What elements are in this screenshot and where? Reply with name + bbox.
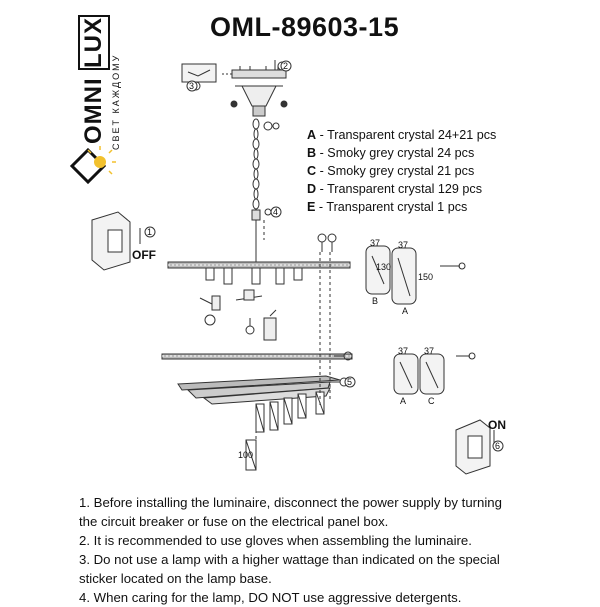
crystal-legend: A - Transparent crystal 24+21 pcs B - Sm… <box>307 126 496 216</box>
legend-row-a: A - Transparent crystal 24+21 pcs <box>307 126 496 144</box>
callout-label: 3 <box>189 81 195 91</box>
bulb-detail <box>199 289 277 341</box>
note-item: 3. Do not use a lamp with a higher watta… <box>79 552 500 586</box>
legend-row-d: D - Transparent crystal 129 pcs <box>307 180 496 198</box>
dim-height: 100 <box>238 450 254 460</box>
callout-label: 2 <box>283 61 289 71</box>
legend-text: - Smoky grey crystal 21 pcs <box>316 164 475 178</box>
legend-key: C <box>307 164 317 178</box>
middle-ring <box>161 353 353 360</box>
hanging-crystals <box>245 391 325 471</box>
logo-lamp-glyph <box>69 146 116 185</box>
bottom-ring <box>177 375 341 405</box>
switch-on-label: ON <box>488 418 506 432</box>
legend-row-e: E - Transparent crystal 1 pcs <box>307 198 496 216</box>
guide-lines <box>255 220 331 440</box>
crystal-label-c: C <box>428 396 435 406</box>
callout-circles <box>144 60 504 452</box>
dim-width: 37 <box>398 240 409 250</box>
chain <box>251 118 280 262</box>
callout-label: 5 <box>347 377 353 387</box>
dim-width: 37 <box>424 346 435 356</box>
legend-text: - Transparent crystal 24+21 pcs <box>316 128 497 142</box>
callout-label: 6 <box>495 441 501 451</box>
note-item: 2. It is recommended to use gloves when … <box>79 533 472 548</box>
dim-height: 150 <box>418 272 434 282</box>
dim-width: 37 <box>398 346 409 356</box>
legend-text: - Transparent crystal 129 pcs <box>316 182 482 196</box>
legend-text: - Transparent crystal 1 pcs <box>315 200 468 214</box>
top-ring <box>167 261 351 285</box>
legend-row-c: C - Smoky grey crystal 21 pcs <box>307 162 496 180</box>
legend-key: E <box>307 200 316 214</box>
safety-notes: 1. Before installing the luminaire, disc… <box>79 493 519 607</box>
ceiling-canopy <box>230 66 288 117</box>
legend-text: - Smoky grey crystal 24 pcs <box>316 146 475 160</box>
callout-label: 4 <box>273 207 279 217</box>
crystal-cards <box>365 245 445 395</box>
dim-width: 37 <box>370 238 381 248</box>
note-item: 1. Before installing the luminaire, disc… <box>79 495 502 529</box>
legend-row-b: B - Smoky grey crystal 24 pcs <box>307 144 496 162</box>
legend-key: A <box>307 128 317 142</box>
switch-on <box>455 419 495 475</box>
crystal-label-a2: A <box>400 396 407 406</box>
hook-detail <box>263 60 287 131</box>
model-number: OML-89603-15 <box>210 12 400 42</box>
callout-label: 1 <box>147 227 153 237</box>
note-item: 4. When caring for the lamp, DO NOT use … <box>79 590 462 605</box>
legend-key: D <box>307 182 317 196</box>
switch-off-label: OFF <box>132 248 156 262</box>
crystal-label-a: A <box>402 306 409 316</box>
legend-key: B <box>307 146 317 160</box>
dim-height: 130 <box>376 262 392 272</box>
crystal-label-b: B <box>372 296 379 306</box>
switch-off <box>91 211 141 271</box>
